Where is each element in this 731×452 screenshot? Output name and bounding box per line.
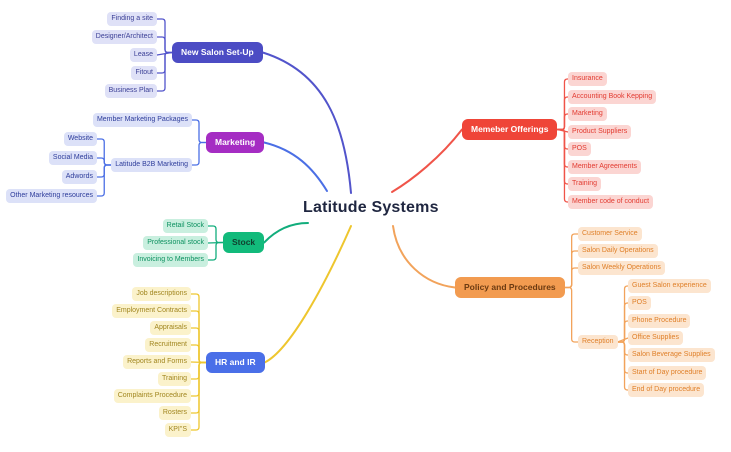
topic-member-code-of-conduct[interactable]: Member code of conduct bbox=[568, 195, 654, 209]
topic-offering-training[interactable]: Training bbox=[568, 177, 602, 191]
topic-phone-procedure[interactable]: Phone Procedure bbox=[628, 314, 691, 328]
topic-employment-contracts[interactable]: Employment Contracts bbox=[112, 304, 191, 318]
branch-node-marketing[interactable]: Marketing bbox=[206, 132, 265, 153]
topic-business-plan[interactable]: Business Plan bbox=[104, 84, 157, 98]
branch-node-hr-and-ir[interactable]: HR and IR bbox=[206, 352, 265, 373]
topic-appraisals[interactable]: Appraisals bbox=[150, 321, 191, 335]
topic-kpis[interactable]: KPI"S bbox=[164, 423, 191, 437]
topic-recruitment[interactable]: Recruitment bbox=[145, 338, 191, 352]
topic-product-suppliers[interactable]: Product Suppliers bbox=[568, 125, 632, 139]
topic-retail-stock[interactable]: Retail Stock bbox=[162, 219, 208, 233]
topic-member-agreements[interactable]: Member Agreements bbox=[568, 160, 641, 174]
topic-reception-pos[interactable]: POS bbox=[628, 296, 651, 310]
topic-salon-daily-operations[interactable]: Salon Daily Operations bbox=[578, 244, 658, 258]
branch-node-new-salon-set-up[interactable]: New Salon Set-Up bbox=[172, 42, 263, 63]
topic-job-descriptions[interactable]: Job descriptions bbox=[132, 287, 191, 301]
topic-salon-beverage-supplies[interactable]: Salon Beverage Supplies bbox=[628, 348, 715, 362]
topic-hr-training[interactable]: Training bbox=[157, 372, 191, 386]
topic-complaints-procedure[interactable]: Complaints Procedure bbox=[113, 389, 191, 403]
topic-accounting-book-kepping[interactable]: Accounting Book Kepping bbox=[568, 90, 657, 104]
topic-professional-stock[interactable]: Professional stock bbox=[143, 236, 208, 250]
topic-fitout[interactable]: Fitout bbox=[131, 66, 157, 80]
topic-office-supplies[interactable]: Office Supplies bbox=[628, 331, 683, 345]
branch-node-policy-and-procedures[interactable]: Policy and Procedures bbox=[455, 277, 565, 298]
topic-social-media[interactable]: Social Media bbox=[48, 151, 97, 165]
branch-node-stock[interactable]: Stock bbox=[223, 232, 265, 253]
topic-member-marketing-packages[interactable]: Member Marketing Packages bbox=[92, 113, 192, 127]
topic-adwords[interactable]: Adwords bbox=[61, 170, 97, 184]
topic-invoicing-to-members[interactable]: Invoicing to Members bbox=[133, 253, 208, 267]
topic-offering-marketing[interactable]: Marketing bbox=[568, 107, 607, 121]
topic-customer-service[interactable]: Customer Service bbox=[578, 227, 642, 241]
topic-start-of-day-procedure[interactable]: Start of Day procedure bbox=[628, 366, 707, 380]
topic-finding-a-site[interactable]: Finding a site bbox=[107, 12, 157, 26]
topic-insurance[interactable]: Insurance bbox=[568, 72, 607, 86]
branch-node-memeber-offerings[interactable]: Memeber Offerings bbox=[462, 119, 558, 140]
topic-end-of-day-procedure[interactable]: End of Day procedure bbox=[628, 383, 705, 397]
topic-reception[interactable]: Reception bbox=[578, 335, 618, 349]
topic-pos[interactable]: POS bbox=[568, 142, 591, 156]
topic-other-marketing-resources[interactable]: Other Marketing resources bbox=[6, 189, 97, 203]
topic-guest-salon-experience[interactable]: Guest Salon experience bbox=[628, 279, 711, 293]
topic-lease[interactable]: Lease bbox=[129, 48, 157, 62]
topic-salon-weekly-operations[interactable]: Salon Weekly Operations bbox=[578, 261, 665, 275]
topic-latitude-b2b-marketing[interactable]: Latitude B2B Marketing bbox=[111, 158, 192, 172]
topic-designer-architect[interactable]: Designer/Architect bbox=[91, 30, 157, 44]
topic-rosters[interactable]: Rosters bbox=[158, 406, 191, 420]
topic-website[interactable]: Website bbox=[63, 132, 97, 146]
topic-reports-and-forms[interactable]: Reports and Forms bbox=[123, 355, 191, 369]
root-topic-title[interactable]: Latitude Systems bbox=[303, 199, 439, 216]
